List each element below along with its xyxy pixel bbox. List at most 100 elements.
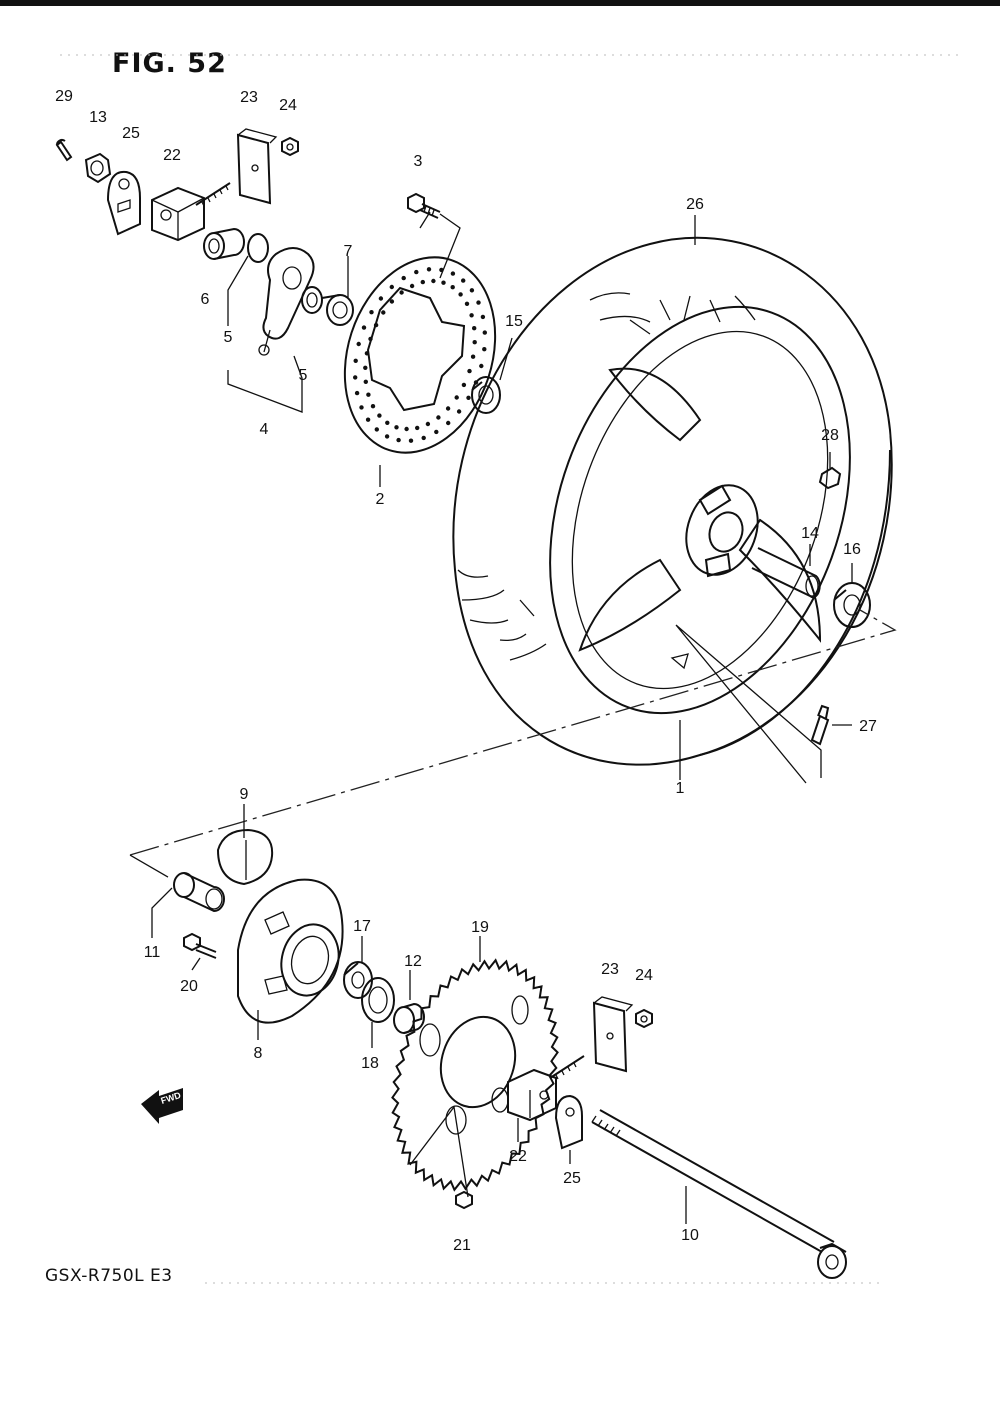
sprocket-mounting-bolt-part	[183, 932, 217, 959]
disc-vent-holes	[353, 267, 487, 443]
disc-hole	[458, 292, 463, 297]
callout-9: 9	[240, 786, 249, 803]
disc-hole	[363, 365, 368, 370]
callout-13: 13	[89, 109, 107, 126]
disc-hole	[464, 301, 470, 306]
callout-25: 25	[122, 125, 140, 142]
chain-adjuster-lower-stopper-part	[592, 996, 634, 1073]
disc-hole	[389, 284, 394, 290]
callout-16: 16	[843, 541, 861, 558]
drum-spacer-part	[393, 1002, 425, 1034]
spacer-part	[203, 227, 245, 260]
sprocket-drum-part	[237, 878, 344, 1024]
disc-hole	[401, 275, 406, 281]
callout-29: 29	[55, 88, 73, 105]
callout-4: 4	[260, 421, 269, 438]
callout-28: 28	[821, 427, 839, 444]
disc-hole	[396, 437, 401, 443]
disc-hole	[353, 375, 358, 380]
callout-24: 24	[635, 967, 653, 984]
sprocket-spacer-part	[173, 872, 225, 913]
callout-27: 27	[859, 718, 877, 735]
disc-hole	[434, 429, 439, 435]
tire-valve-part	[810, 704, 830, 746]
callout-21: 21	[453, 1237, 471, 1254]
callout-22: 22	[509, 1148, 527, 1165]
disc-hole	[446, 420, 451, 426]
model-label: GSX-R750L E3	[45, 1266, 173, 1286]
figure-title: FIG. 52	[112, 48, 227, 79]
disc-hole	[450, 271, 456, 276]
disc-hole	[482, 347, 487, 352]
disc-hole	[476, 300, 481, 305]
disc-hole	[374, 427, 379, 432]
callout-11: 11	[144, 944, 161, 961]
callout-26: 26	[686, 196, 704, 213]
callout-15: 15	[505, 313, 523, 330]
disc-hole	[394, 425, 399, 430]
disc-hole	[431, 278, 436, 284]
balancer-weight-part	[818, 466, 842, 490]
disc-hole	[472, 340, 477, 345]
disc-hole	[399, 290, 404, 295]
wheel-bearing-left-part	[471, 376, 501, 414]
disc-hole	[450, 285, 455, 290]
wheel-axle-sleeve-part	[751, 547, 821, 599]
callout-2: 2	[376, 491, 385, 508]
damper-part	[216, 828, 274, 886]
brake-disc-bolt-part	[407, 192, 441, 219]
disc-hole	[366, 392, 371, 397]
disc-hole	[356, 341, 361, 347]
disc-hole	[369, 310, 374, 315]
callout-23: 23	[601, 961, 619, 978]
callout-6: 6	[201, 291, 210, 308]
disc-hole	[436, 415, 441, 420]
disc-hole	[409, 283, 415, 289]
axle-nut-part	[84, 152, 112, 184]
chain-adjuster-lower-nut-part	[635, 1008, 653, 1029]
rear-sprocket-part	[391, 958, 559, 1192]
disc-hole	[370, 404, 376, 409]
callout-8: 8	[254, 1045, 263, 1062]
disc-hole	[461, 382, 467, 388]
disc-hole	[384, 434, 390, 439]
forward-direction-arrow-icon: FWD	[141, 1088, 183, 1124]
stopper-nut-part	[281, 136, 299, 157]
bracket-bearing-part	[301, 286, 323, 314]
disc-hole	[469, 288, 475, 293]
rear-axle-part	[591, 1109, 847, 1279]
collar-part	[321, 294, 354, 326]
oil-seal-part	[361, 977, 395, 1023]
cotter-pin-part	[55, 139, 73, 162]
disc-hole	[364, 351, 370, 356]
callout-12: 12	[404, 953, 422, 970]
top-border	[0, 0, 1000, 6]
callout-5: 5	[299, 367, 308, 384]
disc-hole	[378, 296, 384, 301]
chain-adjuster-lower-part	[507, 1055, 585, 1122]
rear-wheel-rim-part	[549, 305, 851, 715]
disc-hole	[381, 310, 386, 315]
disc-hole	[415, 425, 420, 431]
callout-24: 24	[279, 97, 297, 114]
callout-14: 14	[801, 525, 819, 542]
disc-hole	[361, 325, 367, 330]
disc-hole	[445, 406, 451, 411]
callout-18: 18	[361, 1055, 379, 1072]
disc-hole	[466, 395, 471, 400]
callout-3: 3	[414, 153, 423, 170]
disc-hole	[373, 322, 379, 328]
disc-hole	[470, 354, 476, 359]
disc-hole	[365, 417, 371, 422]
chain-adjuster-stopper-part	[236, 128, 278, 205]
disc-hole	[368, 336, 373, 342]
disc-hole	[467, 368, 472, 374]
chain-adjuster-plate-part	[106, 170, 141, 236]
sprocket-nut-part	[455, 1190, 473, 1210]
callout-20: 20	[180, 978, 198, 995]
disc-hole	[389, 299, 395, 304]
disc-hole	[439, 267, 444, 273]
callout-1: 1	[676, 780, 685, 797]
